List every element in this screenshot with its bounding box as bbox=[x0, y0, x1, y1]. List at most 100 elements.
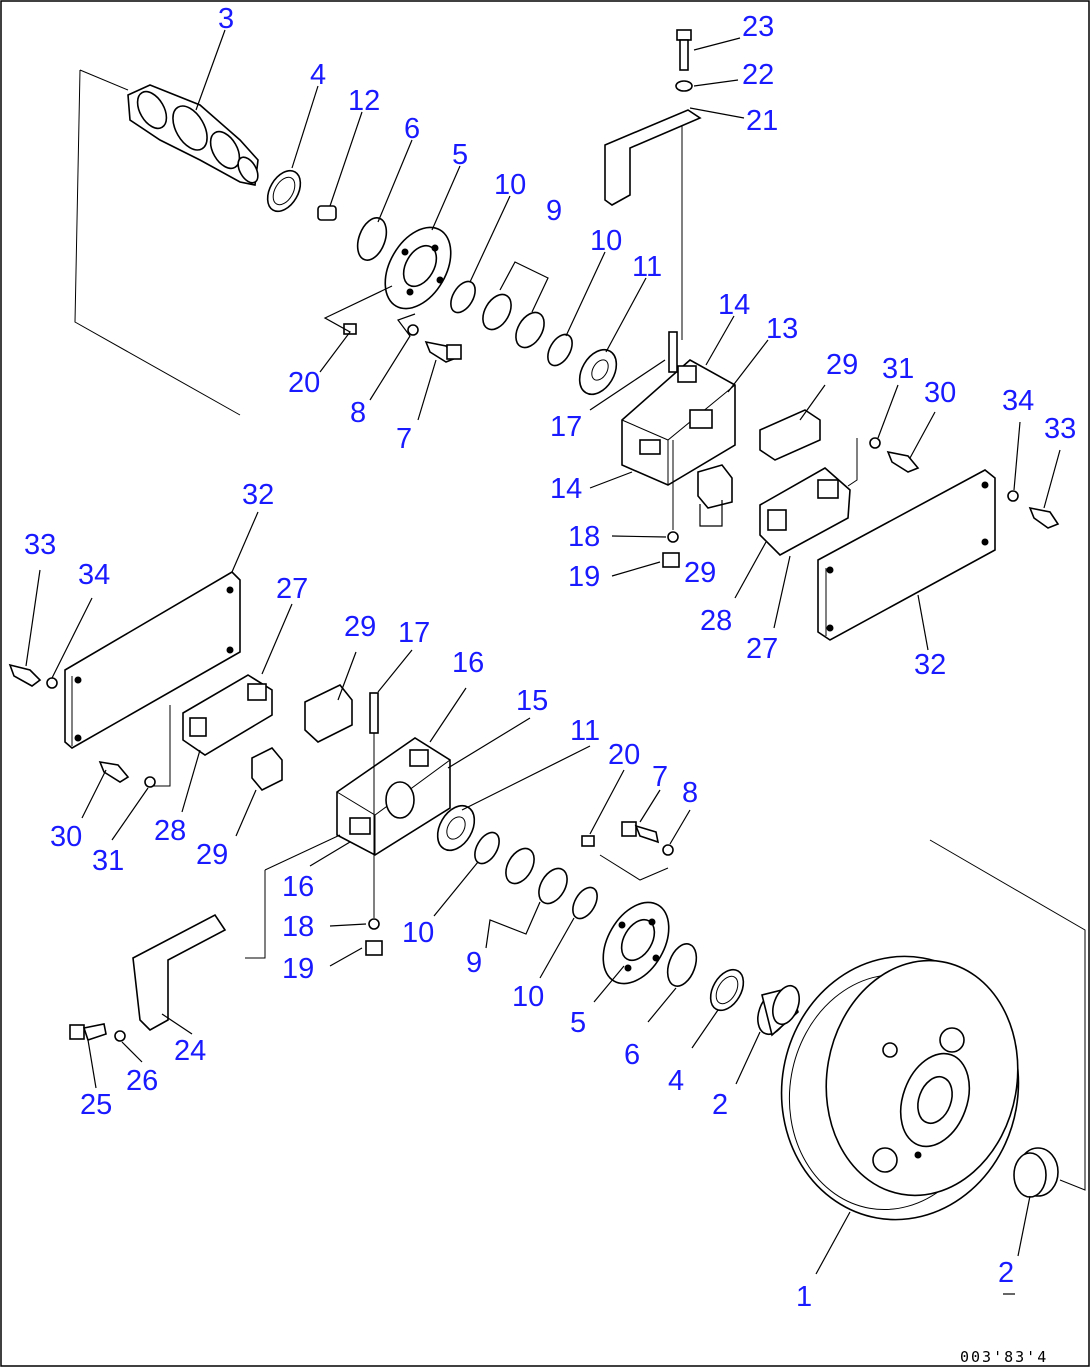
callout-28: 28 bbox=[154, 815, 186, 847]
callout-18: 18 bbox=[282, 911, 314, 943]
callout-22: 22 bbox=[742, 59, 774, 91]
callout-23: 23 bbox=[742, 11, 774, 43]
callout-26: 26 bbox=[126, 1065, 158, 1097]
part-bolt-lower bbox=[621, 821, 660, 844]
callout-labels: 3 4 12 6 5 10 9 10 11 23 22 21 14 13 20 … bbox=[24, 3, 1076, 1313]
part-plate-left-b bbox=[251, 747, 283, 791]
callout-24: 24 bbox=[174, 1035, 206, 1067]
callout-32: 32 bbox=[914, 649, 946, 681]
callout-6: 6 bbox=[404, 113, 420, 145]
callout-5: 5 bbox=[452, 139, 468, 171]
callout-33: 33 bbox=[24, 529, 56, 561]
part-plate-left-a bbox=[304, 684, 353, 743]
part-cover-right bbox=[817, 469, 996, 641]
callout-9: 9 bbox=[546, 195, 562, 227]
callout-29: 29 bbox=[196, 839, 228, 871]
callout-15: 15 bbox=[516, 685, 548, 717]
part-grease-fitting-lower bbox=[368, 918, 380, 930]
part-o-ring-lower bbox=[666, 943, 698, 987]
callout-34: 34 bbox=[1002, 385, 1034, 417]
part-seal-cover-upper bbox=[578, 348, 618, 396]
part-washer-right-cover bbox=[1007, 490, 1019, 502]
callout-17: 17 bbox=[398, 617, 430, 649]
callout-33: 33 bbox=[1044, 413, 1076, 445]
callout-20: 20 bbox=[288, 367, 320, 399]
callout-31: 31 bbox=[92, 845, 124, 877]
callout-2: 2 bbox=[712, 1089, 728, 1121]
callout-20: 20 bbox=[608, 739, 640, 771]
part-washer-bracket bbox=[114, 1030, 126, 1042]
callout-32: 32 bbox=[242, 479, 274, 511]
part-bolt-right bbox=[886, 450, 920, 473]
drawing-reference-code: 003'83'4 bbox=[960, 1348, 1048, 1366]
part-guide-upper bbox=[759, 467, 851, 556]
callout-34: 34 bbox=[78, 559, 110, 591]
part-idler bbox=[780, 955, 1020, 1221]
leader-lines bbox=[25, 29, 1061, 1295]
part-washer-top bbox=[675, 80, 693, 92]
callout-8: 8 bbox=[350, 397, 366, 429]
part-support-upper bbox=[621, 359, 736, 486]
callout-10: 10 bbox=[512, 981, 544, 1013]
part-dowel-lower bbox=[581, 835, 595, 847]
part-ring-lower bbox=[709, 968, 745, 1012]
callout-3: 3 bbox=[218, 3, 234, 35]
callout-21: 21 bbox=[746, 105, 778, 137]
callout-7: 7 bbox=[396, 423, 412, 455]
part-guard-bracket-upper bbox=[604, 109, 702, 206]
part-nut-upper bbox=[662, 552, 680, 568]
part-o-ring-upper bbox=[356, 217, 388, 261]
callout-4: 4 bbox=[668, 1065, 684, 1097]
part-floating-seal-c bbox=[505, 847, 535, 885]
part-grease-fitting-upper bbox=[667, 531, 679, 543]
callout-7: 7 bbox=[652, 761, 668, 793]
callout-16: 16 bbox=[452, 647, 484, 679]
callout-25: 25 bbox=[80, 1089, 112, 1121]
callout-10: 10 bbox=[402, 917, 434, 949]
callout-31: 31 bbox=[882, 353, 914, 385]
part-plate-upper-a bbox=[759, 409, 821, 461]
part-plate-upper-b bbox=[697, 464, 733, 509]
part-bushing-a bbox=[757, 984, 800, 1037]
part-bolt-right-cover bbox=[1028, 506, 1060, 529]
callout-5: 5 bbox=[570, 1007, 586, 1039]
part-washer-lower bbox=[662, 844, 674, 856]
part-bolt-left-cover bbox=[8, 663, 42, 687]
callout-16: 16 bbox=[282, 871, 314, 903]
part-guide-left bbox=[182, 674, 273, 756]
callout-29: 29 bbox=[344, 611, 376, 643]
part-shaft bbox=[127, 84, 259, 186]
callout-29: 29 bbox=[684, 557, 716, 589]
part-flange-lower bbox=[602, 901, 670, 985]
part-seal-ring-a bbox=[450, 280, 476, 314]
callout-30: 30 bbox=[50, 821, 82, 853]
part-guard-bracket-lower bbox=[132, 913, 227, 1031]
part-pin-lower bbox=[369, 692, 379, 734]
part-bolt-upper bbox=[424, 340, 462, 363]
part-bolt-bracket bbox=[69, 1023, 107, 1042]
callout-28: 28 bbox=[700, 605, 732, 637]
callout-17: 17 bbox=[550, 411, 582, 443]
part-seal-ring-b bbox=[547, 333, 573, 367]
callout-30: 30 bbox=[924, 377, 956, 409]
callout-19: 19 bbox=[568, 561, 600, 593]
callout-1: 1 bbox=[796, 1281, 812, 1313]
part-floating-seal-a bbox=[482, 293, 512, 331]
callout-11: 11 bbox=[632, 251, 662, 283]
upper-assembly bbox=[127, 29, 1060, 641]
callout-12: 12 bbox=[348, 85, 380, 117]
callout-29: 29 bbox=[826, 349, 858, 381]
callout-9: 9 bbox=[466, 947, 482, 979]
part-seal-ring-d bbox=[572, 886, 598, 920]
callout-19: 19 bbox=[282, 953, 314, 985]
callout-2: 2 bbox=[998, 1257, 1014, 1289]
callout-4: 4 bbox=[310, 59, 326, 91]
part-plug bbox=[317, 205, 337, 221]
part-washer-left-cover bbox=[46, 677, 58, 689]
callout-10: 10 bbox=[590, 225, 622, 257]
callout-6: 6 bbox=[624, 1039, 640, 1071]
part-washer-upper bbox=[407, 324, 419, 336]
callout-13: 13 bbox=[766, 313, 798, 345]
